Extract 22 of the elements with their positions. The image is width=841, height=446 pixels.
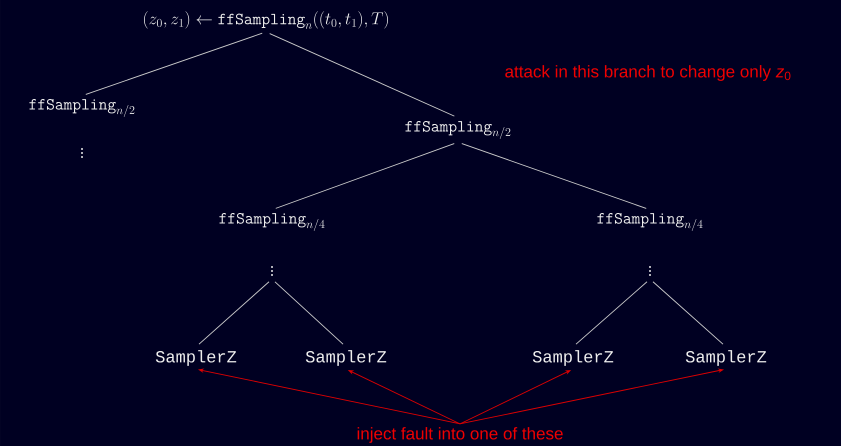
- connector-line: [274, 281, 344, 345]
- function-call: $\mathtt{ffSampling}_{n/4}$: [219, 212, 325, 232]
- function-call: SamplerZ: [306, 350, 386, 366]
- root-formula: $(z_0, z_1) \leftarrow \mathtt{ffSampling}_n((t_0, t_1), T)$: [144, 11, 388, 29]
- function-call: SamplerZ: [686, 350, 766, 366]
- connector-line: [198, 281, 270, 345]
- vertical-dots: $\vdots$: [81, 148, 83, 158]
- vertical-dots: $\vdots$: [649, 266, 651, 276]
- connector-line: [269, 33, 455, 117]
- function-call: SamplerZ: [532, 350, 614, 366]
- connector-line: [85, 32, 263, 95]
- connector-line: [576, 281, 648, 345]
- vertical-dots: $\vdots$: [271, 266, 273, 276]
- connector-line: [275, 143, 455, 209]
- function-call: SamplerZ: [156, 350, 236, 366]
- function-call: $\mathtt{ffSampling}_{n/4}$: [597, 212, 703, 232]
- connector-line: [652, 281, 724, 345]
- annotation-text: inject fault into one of these: [358, 427, 563, 443]
- connector-line: [461, 143, 647, 209]
- annotation-text: attack in this branch to change only z$_{0}$: [505, 65, 790, 81]
- function-call: $\mathtt{ffSampling}_{n/2}$: [405, 120, 510, 140]
- function-call: $\mathtt{ffSampling}_{n/2}$: [29, 98, 134, 118]
